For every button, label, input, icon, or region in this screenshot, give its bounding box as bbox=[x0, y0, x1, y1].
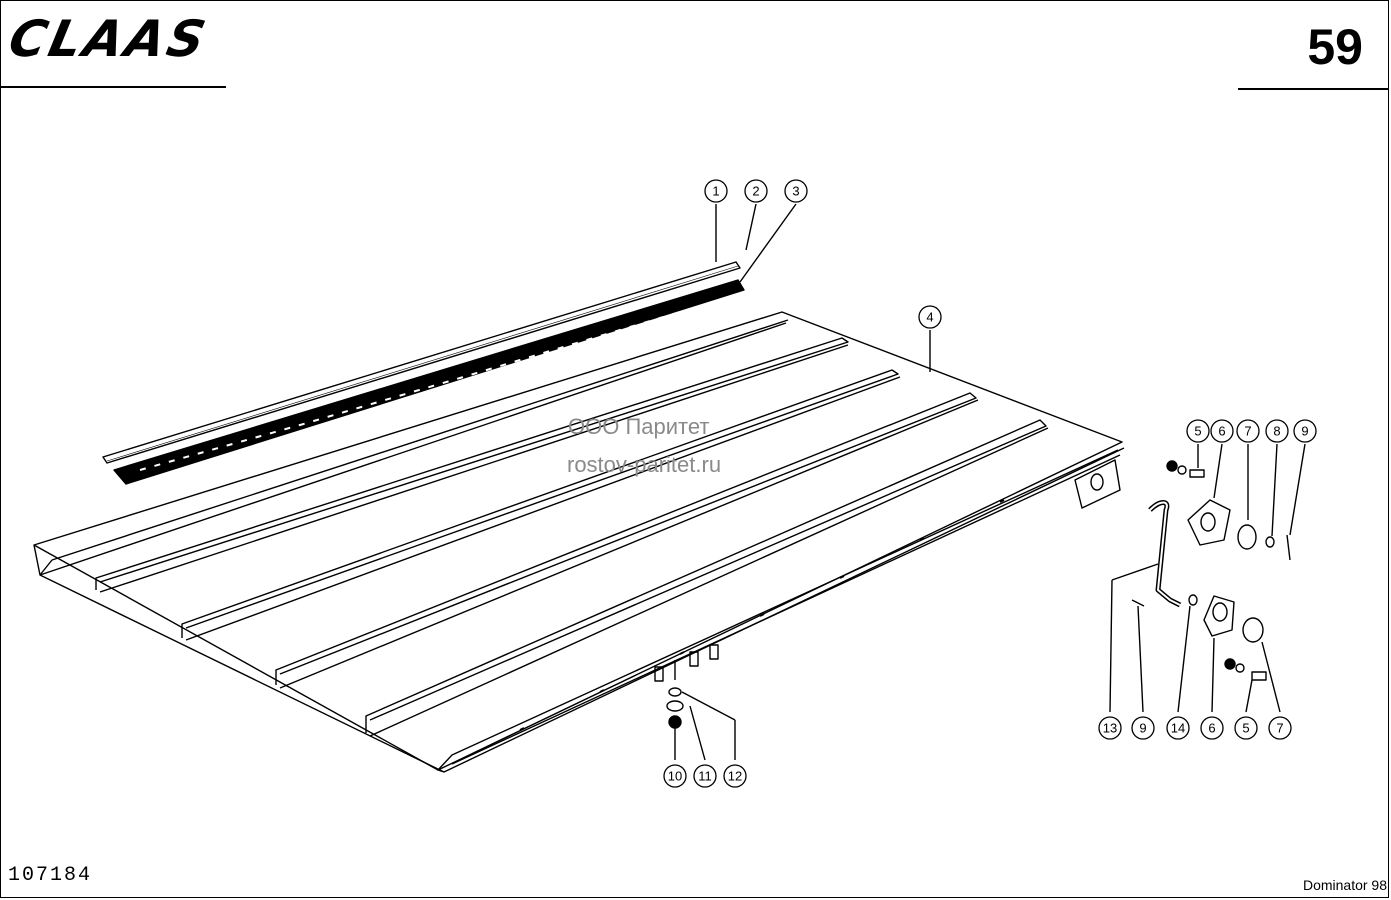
panel-part-4 bbox=[33, 311, 1123, 771]
callout-5-top: 5 bbox=[1186, 419, 1210, 443]
logo-underline bbox=[0, 86, 226, 88]
callout-7-top: 7 bbox=[1236, 419, 1260, 443]
svg-text:5: 5 bbox=[1242, 721, 1249, 736]
page-number: 59 bbox=[1307, 19, 1363, 75]
callout-9-top: 9 bbox=[1293, 419, 1317, 443]
callout-8: 8 bbox=[1265, 419, 1289, 443]
svg-text:6: 6 bbox=[1208, 721, 1215, 736]
svg-text:6: 6 bbox=[1218, 424, 1225, 439]
callout-6-top: 6 bbox=[1210, 419, 1234, 443]
svg-text:5: 5 bbox=[1194, 424, 1201, 439]
drawing-id: 107184 bbox=[8, 864, 93, 887]
callout-13: 13 bbox=[1098, 716, 1122, 740]
svg-text:11: 11 bbox=[698, 769, 712, 784]
svg-text:8: 8 bbox=[1273, 424, 1280, 439]
svg-text:9: 9 bbox=[1139, 721, 1146, 736]
strip-part-1 bbox=[102, 261, 741, 464]
callout-11: 11 bbox=[693, 764, 717, 788]
svg-text:13: 13 bbox=[1103, 721, 1117, 736]
page-number-underline bbox=[1238, 88, 1389, 90]
flange-upper-6 bbox=[1187, 499, 1231, 546]
callout-5-bottom: 5 bbox=[1234, 716, 1258, 740]
svg-text:9: 9 bbox=[1301, 424, 1308, 439]
svg-text:3: 3 bbox=[792, 184, 799, 199]
callout-6-bottom: 6 bbox=[1200, 716, 1224, 740]
bushing-lower-7 bbox=[1242, 617, 1264, 643]
svg-text:7: 7 bbox=[1244, 424, 1251, 439]
callout-12: 12 bbox=[723, 764, 747, 788]
callout-7-bottom: 7 bbox=[1268, 716, 1292, 740]
callout-14: 14 bbox=[1166, 716, 1190, 740]
callout-2: 2 bbox=[744, 179, 768, 203]
watermark-url: rostov-paritet.ru bbox=[567, 452, 722, 477]
svg-text:1: 1 bbox=[712, 184, 719, 199]
svg-text:4: 4 bbox=[926, 310, 933, 325]
svg-text:2: 2 bbox=[752, 184, 759, 199]
callout-10: 10 bbox=[663, 764, 687, 788]
svg-text:12: 12 bbox=[728, 769, 742, 784]
callout-1: 1 bbox=[704, 179, 728, 203]
watermark-company: ООО Паритет bbox=[568, 414, 710, 439]
callout-3: 3 bbox=[784, 179, 808, 203]
svg-text:7: 7 bbox=[1276, 721, 1283, 736]
callout-9-bottom: 9 bbox=[1131, 716, 1155, 740]
model-name: Dominator 98 bbox=[1302, 877, 1387, 893]
callout-4: 4 bbox=[918, 305, 942, 329]
svg-text:10: 10 bbox=[668, 769, 682, 784]
svg-text:14: 14 bbox=[1171, 721, 1185, 736]
flange-lower-6 bbox=[1203, 595, 1235, 637]
bushing-upper-7 bbox=[1237, 524, 1257, 550]
